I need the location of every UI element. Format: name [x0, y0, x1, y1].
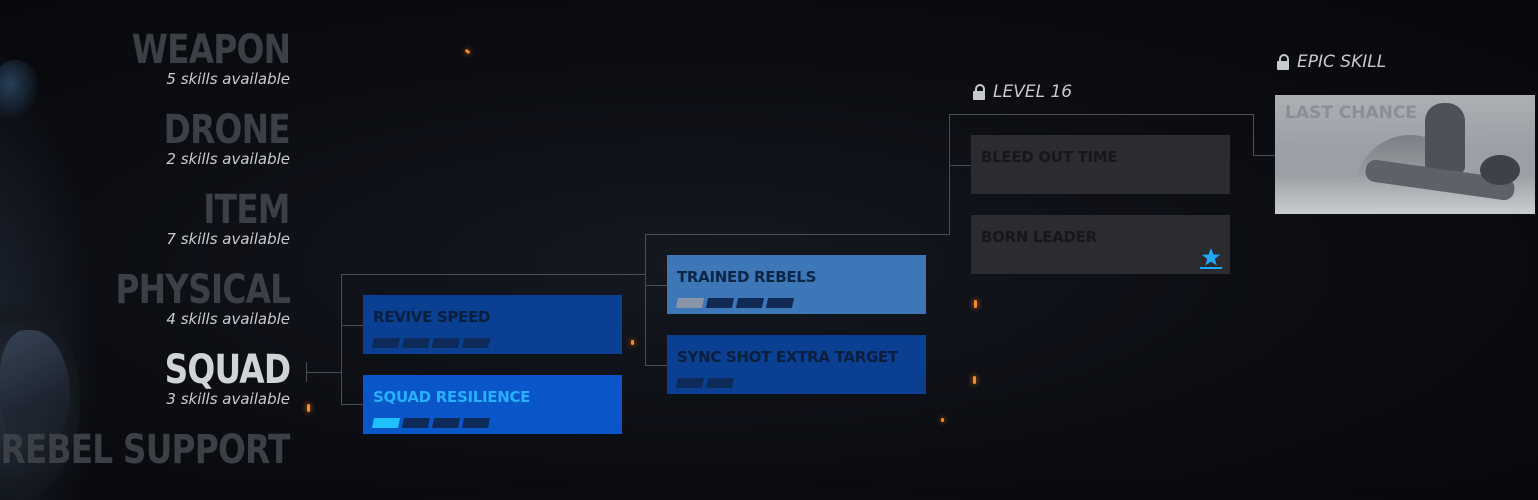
rank-pip [705, 298, 735, 308]
character-shoulder [0, 330, 70, 450]
category-skill-count: 5 skills available [166, 70, 290, 88]
connector-line [949, 165, 971, 166]
category-name: REBEL SUPPORT [0, 427, 291, 473]
rank-pip [705, 378, 735, 388]
ember-particle [941, 418, 944, 422]
category-skill-count: 7 skills available [166, 230, 290, 248]
rank-pip [401, 338, 431, 348]
connector-line [645, 365, 667, 366]
category-weapon[interactable]: WEAPON 5 skills available [97, 27, 291, 88]
epic-art-figure [1480, 155, 1520, 185]
rank-pip [675, 378, 705, 388]
skill-sync-shot-extra-target[interactable]: SYNC SHOT EXTRA TARGET [667, 335, 926, 394]
connector-line [645, 234, 646, 365]
rank-pip [371, 338, 401, 348]
rank-pip [401, 418, 431, 428]
category-skill-count: 2 skills available [166, 150, 290, 168]
rank-pip-filled [371, 418, 401, 428]
connector-line [306, 362, 307, 382]
connector-line [341, 274, 646, 275]
connector-line [645, 285, 667, 286]
category-name: WEAPON [131, 27, 291, 73]
connector-line [341, 325, 363, 326]
skill-rank-bars [371, 338, 491, 348]
connector-line [1253, 155, 1275, 156]
epic-art-figure [1425, 103, 1465, 173]
category-name: SQUAD [164, 347, 290, 393]
category-name: DRONE [163, 107, 291, 153]
ember-particle [973, 376, 976, 384]
rank-pip [735, 298, 765, 308]
ember-particle [464, 48, 471, 55]
category-squad[interactable]: SQUAD 3 skills available [137, 348, 290, 408]
skill-label: TRAINED REBELS [677, 268, 817, 286]
skill-rank-bars [675, 378, 735, 388]
skill-label: BLEED OUT TIME [981, 148, 1118, 166]
lock-icon [1277, 54, 1289, 70]
skill-revive-speed[interactable]: REVIVE SPEED [363, 295, 622, 354]
connector-line [645, 234, 950, 235]
epic-lock: EPIC SKILL [1277, 52, 1386, 72]
category-skill-count: 4 skills available [166, 310, 290, 328]
skill-squad-resilience[interactable]: SQUAD RESILIENCE [363, 375, 622, 434]
category-name: PHYSICAL [115, 267, 291, 313]
connector-line [306, 372, 342, 373]
rank-pip [461, 338, 491, 348]
skill-label: BORN LEADER [981, 228, 1097, 246]
rank-pip [431, 338, 461, 348]
ember-particle [307, 404, 310, 412]
rank-pip [461, 418, 491, 428]
connector-line [1253, 114, 1254, 155]
skill-born-leader[interactable]: BORN LEADER [971, 215, 1230, 274]
lock-icon [973, 84, 985, 100]
epic-skill-label: EPIC SKILL [1297, 52, 1387, 72]
ember-particle [974, 300, 977, 308]
connector-line [341, 404, 363, 405]
category-drone[interactable]: DRONE 2 skills available [136, 107, 291, 168]
rank-pip [675, 298, 705, 308]
skill-bleed-out-time[interactable]: BLEED OUT TIME [971, 135, 1230, 194]
rank-pip [765, 298, 795, 308]
category-name: ITEM [203, 187, 291, 233]
skill-label: LAST CHANCE [1285, 103, 1417, 123]
level-requirement-label: LEVEL 16 [993, 82, 1073, 102]
connector-line [949, 114, 1254, 115]
ember-particle [631, 340, 634, 345]
skill-label: REVIVE SPEED [373, 308, 491, 326]
category-item[interactable]: ITEM 7 skills available [166, 188, 290, 248]
skill-label: SYNC SHOT EXTRA TARGET [677, 348, 898, 366]
category-skill-count: 3 skills available [166, 390, 290, 408]
level-lock: LEVEL 16 [973, 82, 1072, 102]
skill-label: SQUAD RESILIENCE [373, 388, 531, 406]
category-rebel-support[interactable]: REBEL SUPPORT [0, 427, 291, 473]
equip-star-icon [1200, 248, 1222, 269]
connector-line [949, 114, 950, 235]
character-cap [0, 60, 40, 120]
skill-trained-rebels[interactable]: TRAINED REBELS [667, 255, 926, 314]
skill-last-chance[interactable]: LAST CHANCE [1275, 95, 1535, 214]
skill-rank-bars [371, 418, 491, 428]
skill-rank-bars [675, 298, 795, 308]
category-list: WEAPON 5 skills available DRONE 2 skills… [0, 0, 291, 482]
rank-pip [431, 418, 461, 428]
category-physical[interactable]: PHYSICAL 4 skills available [77, 267, 291, 328]
connector-line [341, 274, 342, 404]
